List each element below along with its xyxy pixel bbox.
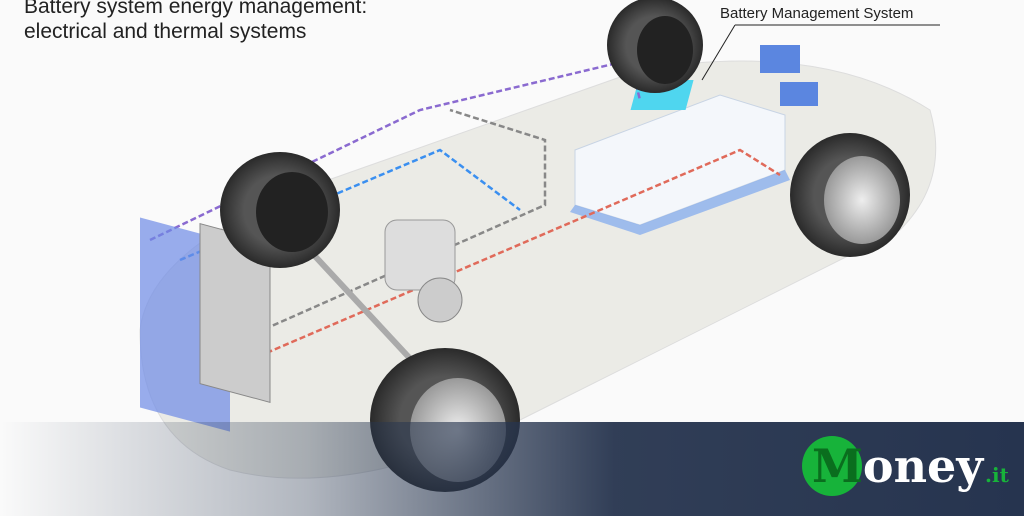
logo-circle-icon — [802, 436, 862, 496]
module-box — [760, 45, 800, 73]
drive-shaft — [297, 237, 433, 383]
logo-initial: M — [812, 439, 863, 493]
bms-callout-label: Battery Management System — [720, 5, 914, 22]
logo-rest: oney — [862, 439, 984, 493]
callout-line — [701, 24, 736, 81]
logo-tld: .it — [985, 463, 1009, 487]
logo-wordmark: Money — [812, 438, 983, 494]
wheel-rear-left — [220, 152, 340, 268]
diagram-title: Battery system energy management: electr… — [24, 0, 367, 44]
logo-row: Money .it — [812, 438, 1009, 494]
money-it-logo[interactable]: Money .it — [802, 436, 1017, 500]
motor — [384, 219, 463, 323]
wheel-front-right — [790, 133, 910, 257]
title-line-1: Battery system energy management: — [24, 0, 368, 18]
battery-pack — [570, 94, 790, 235]
module-box — [780, 82, 818, 106]
wheel-rear-right — [607, 0, 703, 93]
title-line-2: electrical and thermal systems — [24, 20, 307, 43]
